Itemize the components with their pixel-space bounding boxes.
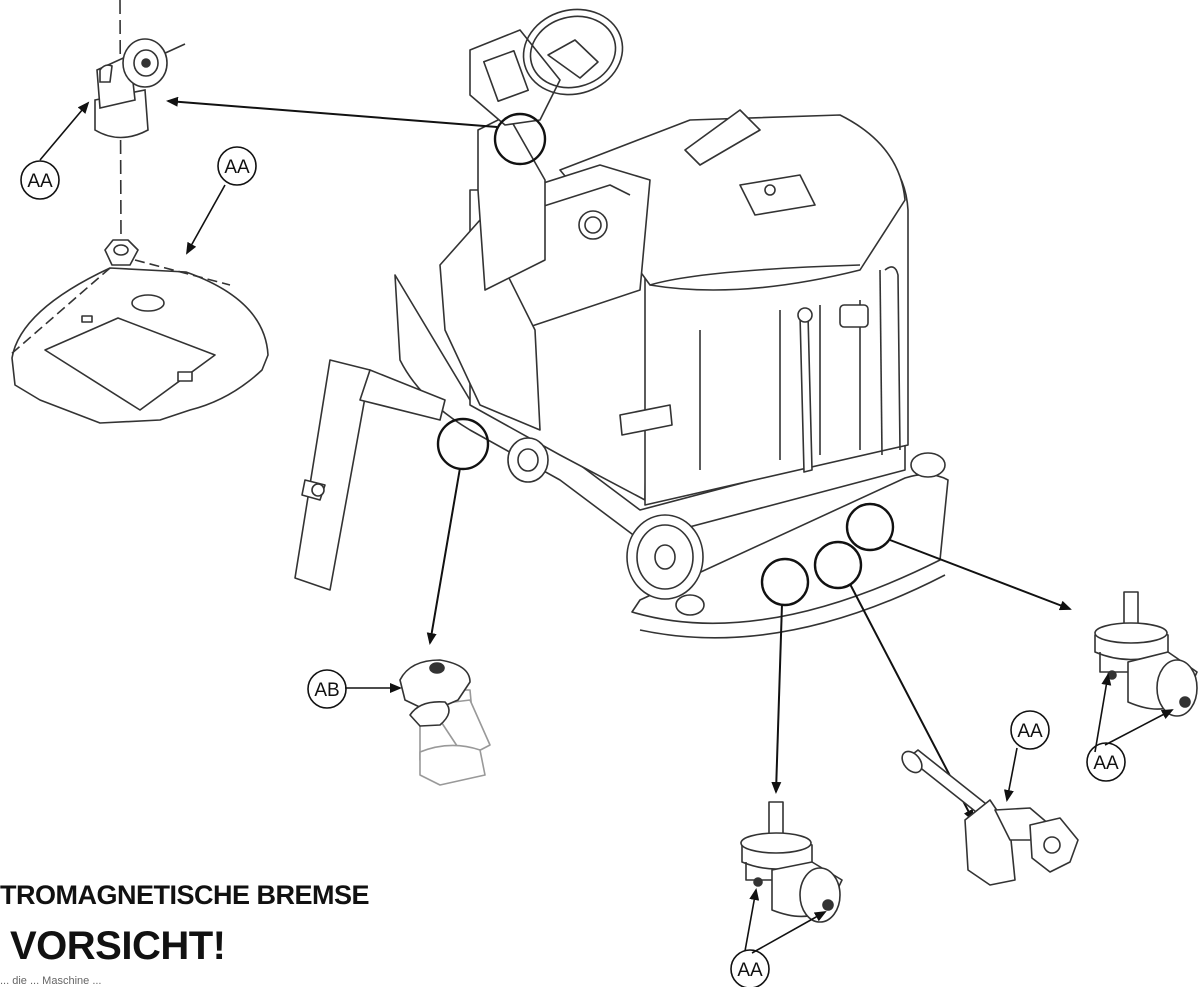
brake-knob-detail (399, 659, 491, 786)
plate-detail (9, 239, 269, 424)
detail-circles (436, 112, 895, 607)
callout-labels: AA AA AB AA AA AA (27, 157, 1119, 981)
caster-rear-detail (1094, 591, 1198, 717)
arrow-to-brake-knob (426, 467, 461, 645)
callout-circle-aa-2 (217, 146, 257, 186)
detail-circle-caster-rear (845, 502, 895, 552)
callout-circle-aa-4 (1086, 742, 1126, 782)
callout-circle-aa-3 (1010, 710, 1050, 750)
squeegee-assembly (294, 359, 446, 591)
section-heading: TROMAGNETISCHE BREMSE (0, 880, 370, 910)
callout-label-ab: AB (314, 680, 339, 701)
steering-column (469, 8, 624, 291)
arrow-to-caster-front (771, 603, 783, 794)
detail-circle-caster-front (760, 557, 810, 607)
machine-wheels (507, 437, 946, 616)
callout-label-aa-5: AA (737, 960, 763, 981)
caster-front-detail (740, 801, 843, 923)
callout-label-aa-1: AA (27, 171, 53, 192)
callout-circle-ab (307, 669, 347, 709)
detail-circle-brake-lever (813, 540, 863, 590)
callout-bubbles (20, 101, 1174, 989)
body-text-fragment: ... die ... Maschine ... (0, 975, 102, 987)
caution-warning: VORSICHT! (10, 924, 226, 968)
detail-circle-brake (436, 417, 490, 471)
brake-lever-detail (901, 749, 1079, 886)
detail-circle-steering (493, 112, 547, 166)
callout-circle-aa-1 (20, 160, 60, 200)
callout-label-aa-3: AA (1017, 721, 1043, 742)
callout-label-aa-4: AA (1093, 753, 1119, 774)
arrow-to-coupling (166, 96, 498, 128)
callout-label-aa-2: AA (224, 157, 250, 178)
coupling-detail (94, 0, 186, 241)
arrow-to-caster-rear (889, 539, 1072, 611)
